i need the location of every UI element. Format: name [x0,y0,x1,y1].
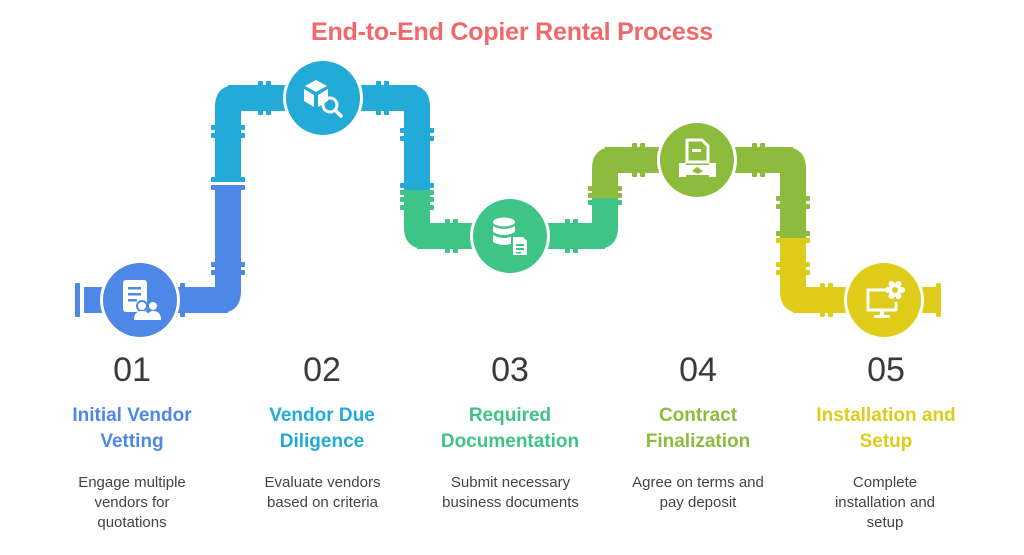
pipe-flange [445,219,450,253]
step-1-number: 01 [113,351,151,389]
pipe-flange [640,143,645,177]
pipe-flange [776,238,810,243]
pipe-flange [776,231,810,236]
pipe-flange [384,81,389,115]
pipe-flange [632,143,637,177]
step-5-title: Installation and Setup [816,405,956,452]
pipe-flange [828,283,833,317]
pipe-flange [211,262,245,267]
pipe-flange [376,81,381,115]
step-4-description: Agree on terms and pay deposit [632,474,764,511]
pipe-flange [400,136,434,141]
step-3-title: Required Documentation [440,405,580,452]
pipe-flange [211,177,245,182]
step-3-description: Submit necessary business documents [442,474,579,511]
step-5-number: 05 [867,351,905,389]
monitor-gear-icon [866,280,905,318]
pipe-flange [453,219,458,253]
pipe-flange [211,185,245,190]
step-2-title: Vendor Due Diligence [269,405,375,452]
pipe-flange [400,128,434,133]
pipe-flange [400,183,434,188]
pipe-elbow-1 [209,281,241,313]
step-3-number: 03 [491,351,529,389]
pipe-flange [588,200,622,205]
pipe-flange [588,193,622,198]
pipe-flange [400,197,434,202]
step-5-circle [847,263,921,337]
step-4-title: Contract Finalization [645,405,751,452]
pipe-segment-2-vertical-right [404,111,430,190]
pipe-flange [258,81,263,115]
diagram-title: End-to-End Copier Rental Process [311,18,713,46]
pipe-flange [211,133,245,138]
step-1-title: Initial Vendor Vetting [72,405,192,452]
pipe-elbow-4b [774,147,806,179]
pipe-flange [400,205,434,210]
pipe-end-cap-left [75,283,80,317]
pipe-flange [588,186,622,191]
database-document-icon [493,217,529,257]
pipe-flange [565,219,570,253]
pipe-flange [776,196,810,201]
pipe-segment-2-vertical-left [215,111,241,182]
step-4-number: 04 [679,351,717,389]
step-3-circle [473,199,547,273]
pipe-flange [211,125,245,130]
pipe-end-cap-right [936,283,941,317]
pipe-flange [211,270,245,275]
step-2-description: Evaluate vendors based on criteria [264,474,381,511]
pipe-elbow-2b [398,85,430,117]
pipe-elbow-3b [586,217,618,249]
box-search-icon [304,80,343,118]
pipe-flange [573,219,578,253]
document-users-icon [123,280,161,320]
pipe-flange [400,190,434,195]
step-2-number: 02 [303,351,341,389]
pipe-flange [776,262,810,267]
pipe-segment-3-vertical-right [592,195,618,223]
step-4-circle [660,123,734,197]
pipe-flange [180,283,185,317]
step-1-description: Engage multiple vendors for quotations [78,474,186,531]
step-5-description: Complete installation and setup [834,474,936,531]
pipe-flange [776,204,810,209]
pipe-flange [266,81,271,115]
contract-handshake-icon [679,138,716,177]
pipe-flange [820,283,825,317]
pipe-flange [776,270,810,275]
pipe-flange [752,143,757,177]
pipe-flange [760,143,765,177]
